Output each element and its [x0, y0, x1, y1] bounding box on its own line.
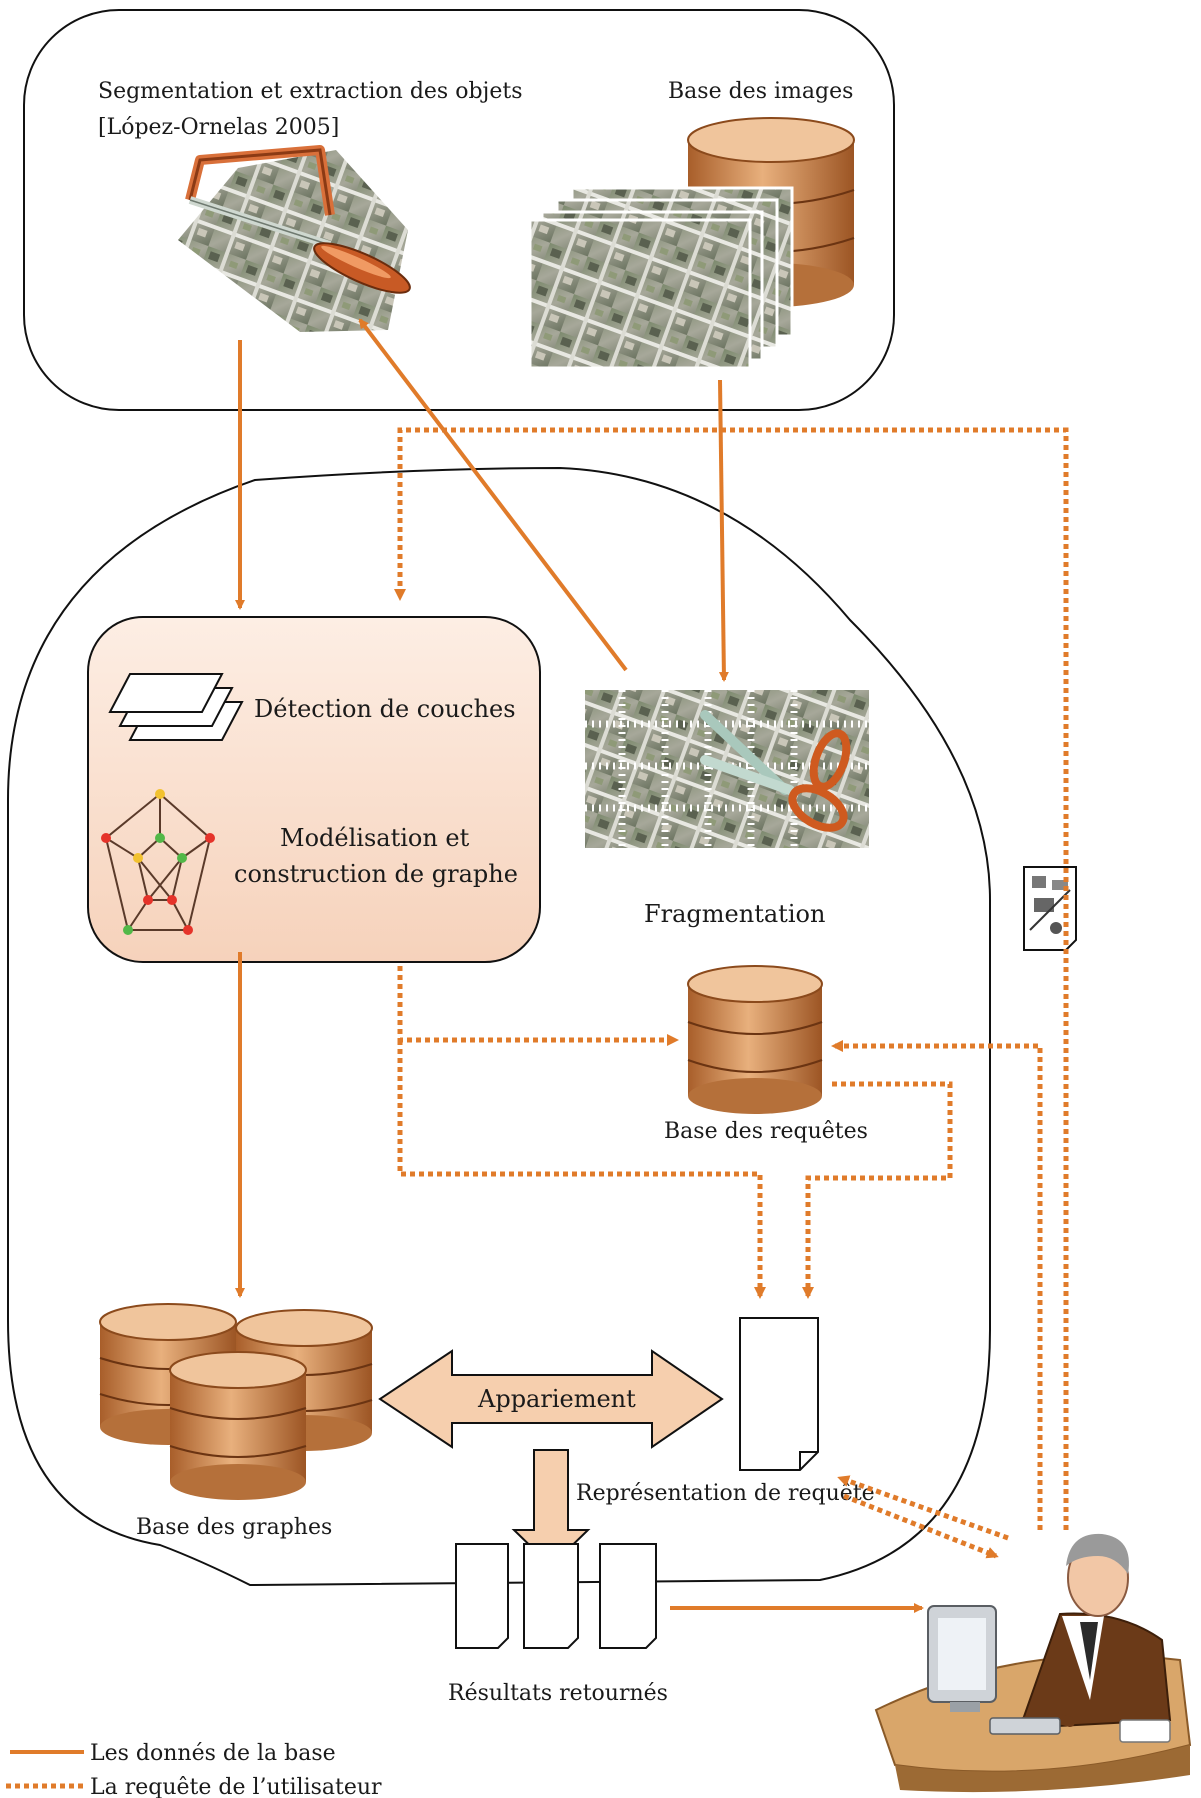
dotted-user-to-representation-a: [837, 1475, 1009, 1541]
user-at-computer-icon: [874, 1533, 1192, 1793]
user-query-dotted-arrows: [394, 427, 1069, 1559]
hacksaw-icon: [185, 145, 411, 294]
query-representation-document: [739, 1317, 819, 1471]
arrow-fragmentation-to-segmentation: [358, 318, 628, 672]
query-base-cylinder: [687, 965, 823, 1114]
dotted-processing-to-representation: [397, 1040, 766, 1299]
data-flow-solid-arrows: [235, 318, 924, 1613]
segmentation-label-line1: Segmentation et extraction des objets: [98, 79, 523, 104]
dotted-user-to-querybase: [831, 1040, 1043, 1530]
layers-icon: [108, 673, 244, 741]
image-base-label: Base des images: [668, 79, 853, 104]
image-stack: [528, 186, 794, 370]
top-region: [23, 9, 895, 411]
dotted-representation-to-user-b: [843, 1493, 999, 1559]
legend-solid-label: Les donnés de la base: [90, 1741, 336, 1766]
fragmentation-image: [585, 690, 869, 848]
legend: Les donnés de la base La requête de l’ut…: [6, 1741, 382, 1798]
scissors-icon: [700, 710, 851, 832]
dotted-processing-to-querybase: [397, 966, 679, 1046]
dotted-loop-top: [394, 427, 1069, 1530]
segmentation-label-line2: [López-Ornelas 2005]: [98, 115, 339, 140]
sketch-document-icon: [1023, 866, 1077, 951]
arrow-imagebase-to-fragmentation: [718, 379, 729, 682]
legend-dotted-label: La requête de l’utilisateur: [90, 1775, 382, 1798]
results-label: Résultats retournés: [448, 1681, 668, 1706]
graph-icon: [101, 789, 215, 935]
modeling-label-line1: Modélisation et: [280, 824, 470, 852]
processing-box: [87, 616, 541, 963]
matching-label: Appariement: [477, 1385, 636, 1413]
segmented-aerial-image: [178, 150, 408, 332]
graph-base-cylinders: [99, 1303, 373, 1500]
query-base-label: Base des requêtes: [664, 1119, 868, 1144]
layer-detection-label: Détection de couches: [254, 695, 516, 723]
query-representation-label: Représentation de requête: [576, 1481, 875, 1506]
graph-base-label: Base des graphes: [136, 1515, 332, 1540]
main-region: [7, 466, 991, 1587]
fragmentation-label: Fragmentation: [644, 900, 825, 928]
result-documents: [455, 1543, 657, 1649]
matching-double-arrow: [378, 1349, 724, 1449]
modeling-label-line2: construction de graphe: [234, 860, 518, 888]
dotted-querybase-to-representation: [802, 1081, 953, 1299]
